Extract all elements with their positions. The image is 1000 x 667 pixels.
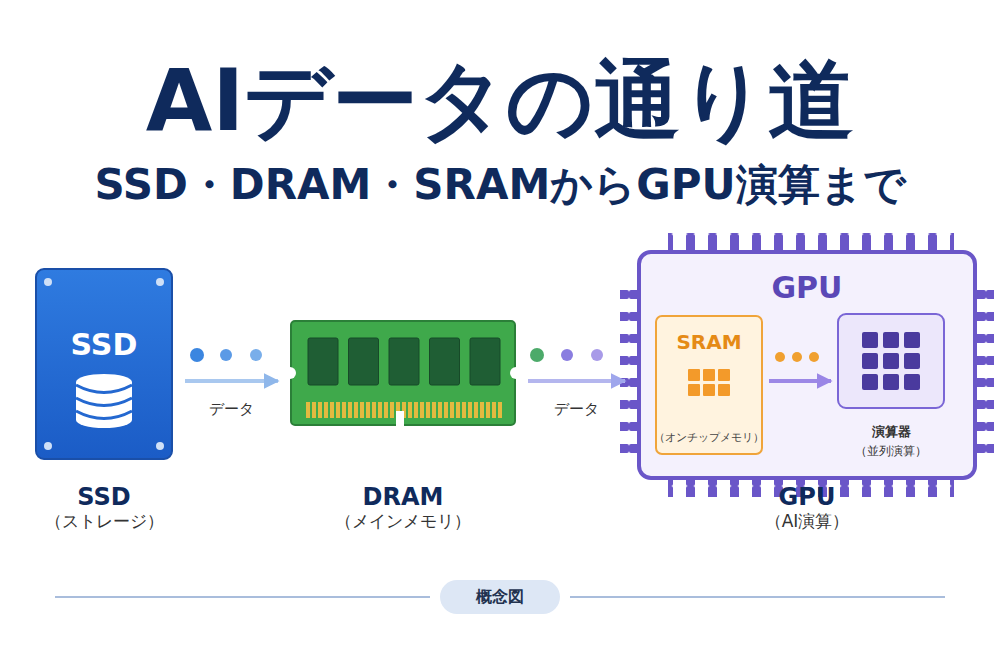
- node-text: （ストレージ）: [0, 513, 251, 530]
- screw: [156, 278, 164, 286]
- database-icon: [76, 385, 132, 393]
- memory-cell: [688, 369, 700, 381]
- screw: [44, 442, 52, 450]
- divider-line: [570, 596, 945, 598]
- compute-core: [862, 374, 878, 390]
- memory-chip: [430, 338, 460, 385]
- diagram-title: AIデータの通り道: [0, 57, 1000, 143]
- memory-chip: [349, 338, 379, 385]
- data-dot: [809, 352, 819, 362]
- memory-cell: [703, 384, 715, 396]
- gpu-pins-left: [620, 282, 638, 458]
- node-title: SSD: [0, 330, 251, 360]
- module-notch: [396, 411, 404, 427]
- data-dot: [792, 352, 802, 362]
- caption-pill: 概念図: [440, 580, 560, 614]
- module-notch: [510, 367, 522, 379]
- compute-core: [883, 332, 899, 348]
- compute-core: [862, 332, 878, 348]
- database-icon: [76, 411, 132, 419]
- node-title: 演算器: [759, 425, 1000, 438]
- data-arrow: [528, 379, 625, 383]
- gpu-pins-top: [668, 233, 954, 251]
- memory-chip: [308, 338, 338, 385]
- node-text: GPU: [561, 485, 1000, 509]
- subtitle: SSD・DRAM・SRAMからGPU演算まで: [0, 164, 1000, 206]
- node-text: SSD: [0, 485, 251, 509]
- memory-chip: [470, 338, 500, 385]
- gpu-pins-right: [976, 282, 994, 458]
- memory-cell: [718, 384, 730, 396]
- data-dot: [250, 349, 262, 361]
- sram-block: SRAM（オンチップメモリ）: [655, 315, 763, 455]
- edge-label: データ: [172, 402, 292, 417]
- memory-cell: [688, 384, 700, 396]
- node-text: （並列演算）: [759, 445, 1000, 457]
- data-dot: [220, 349, 232, 361]
- database-icon: [76, 398, 132, 406]
- data-dot: [530, 348, 544, 362]
- data-dot: [591, 349, 603, 361]
- data-dot: [775, 352, 785, 362]
- database-icon: [76, 382, 132, 420]
- database-icon: [76, 412, 132, 428]
- divider-line: [55, 596, 430, 598]
- dram-module: DRAM（メインメモリ）: [290, 320, 516, 426]
- database-icon: [76, 374, 132, 390]
- compute-core: [904, 374, 920, 390]
- data-arrow: [185, 379, 278, 383]
- compute-core: [883, 374, 899, 390]
- edge-label: データ: [517, 402, 637, 417]
- node-title: DRAM: [212, 485, 594, 509]
- node-text: （オンチップメモリ）: [577, 432, 841, 443]
- memory-cell: [718, 369, 730, 381]
- screw: [156, 442, 164, 450]
- caption: 概念図: [360, 589, 640, 605]
- data-arrow: [769, 379, 831, 383]
- node-text: （メインメモリ）: [212, 513, 594, 530]
- node-title: SRAM: [577, 332, 841, 352]
- ssd-storage: SSDSSD（ストレージ）: [35, 268, 173, 460]
- compute-unit: 演算器（並列演算）: [837, 313, 945, 409]
- gpu-chip: GPUGPU（AI演算）SRAM（オンチップメモリ）演算器（並列演算）: [637, 250, 977, 480]
- gold-contacts: [306, 402, 502, 418]
- compute-core: [904, 332, 920, 348]
- memory-cell: [703, 369, 715, 381]
- compute-core: [862, 353, 878, 369]
- data-dot: [190, 348, 204, 362]
- compute-core: [904, 353, 920, 369]
- memory-chip: [389, 338, 419, 385]
- data-dot: [561, 349, 573, 361]
- screw: [44, 278, 52, 286]
- compute-core: [883, 353, 899, 369]
- node-title: GPU: [561, 273, 1000, 303]
- module-notch: [284, 367, 296, 379]
- node-text: （AI演算）: [561, 513, 1000, 530]
